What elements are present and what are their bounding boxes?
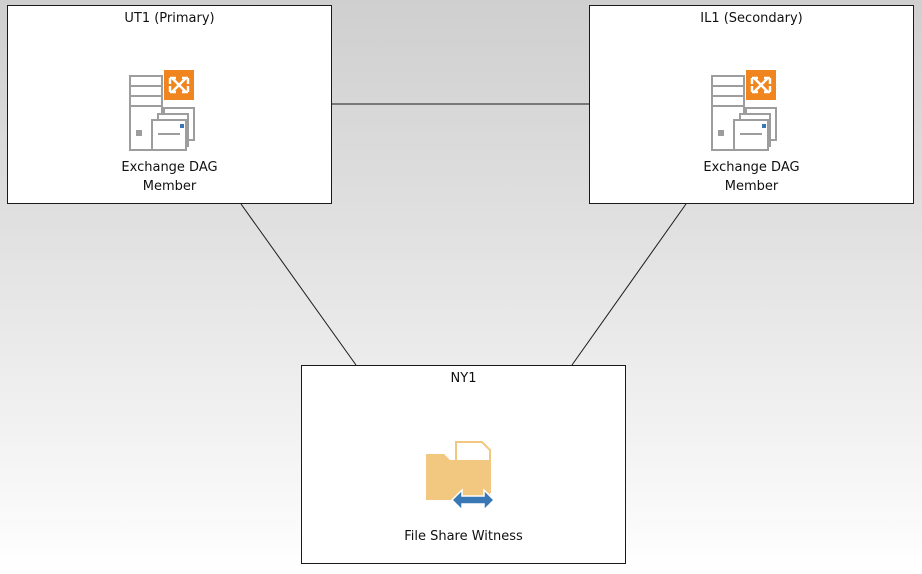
site-title: NY1 xyxy=(450,371,477,386)
site-title: IL1 (Secondary) xyxy=(700,11,803,26)
member-caption: Exchange DAG Member xyxy=(590,158,913,196)
role-line-2: Member xyxy=(142,179,197,194)
role-line-2: Member xyxy=(724,179,779,194)
site-ut1-primary[interactable]: UT1 (Primary) Exchange DAG Member xyxy=(7,5,332,204)
site-il1-secondary[interactable]: IL1 (Secondary) Exchange DAG Member xyxy=(589,5,914,204)
shared-folder-icon xyxy=(426,441,496,512)
witness-caption: File Share Witness xyxy=(404,529,523,544)
site-title: UT1 (Primary) xyxy=(124,11,215,26)
link-ut1-ny1 xyxy=(240,203,357,366)
role-line-1: Exchange DAG xyxy=(121,160,218,175)
member-caption: Exchange DAG Member xyxy=(8,158,331,196)
exchange-server-icon xyxy=(711,70,777,151)
site-ny1-witness[interactable]: NY1 File Share Witness xyxy=(301,365,626,564)
link-il1-ny1 xyxy=(571,203,687,366)
exchange-server-icon xyxy=(129,70,195,151)
role-line-1: Exchange DAG xyxy=(703,160,800,175)
